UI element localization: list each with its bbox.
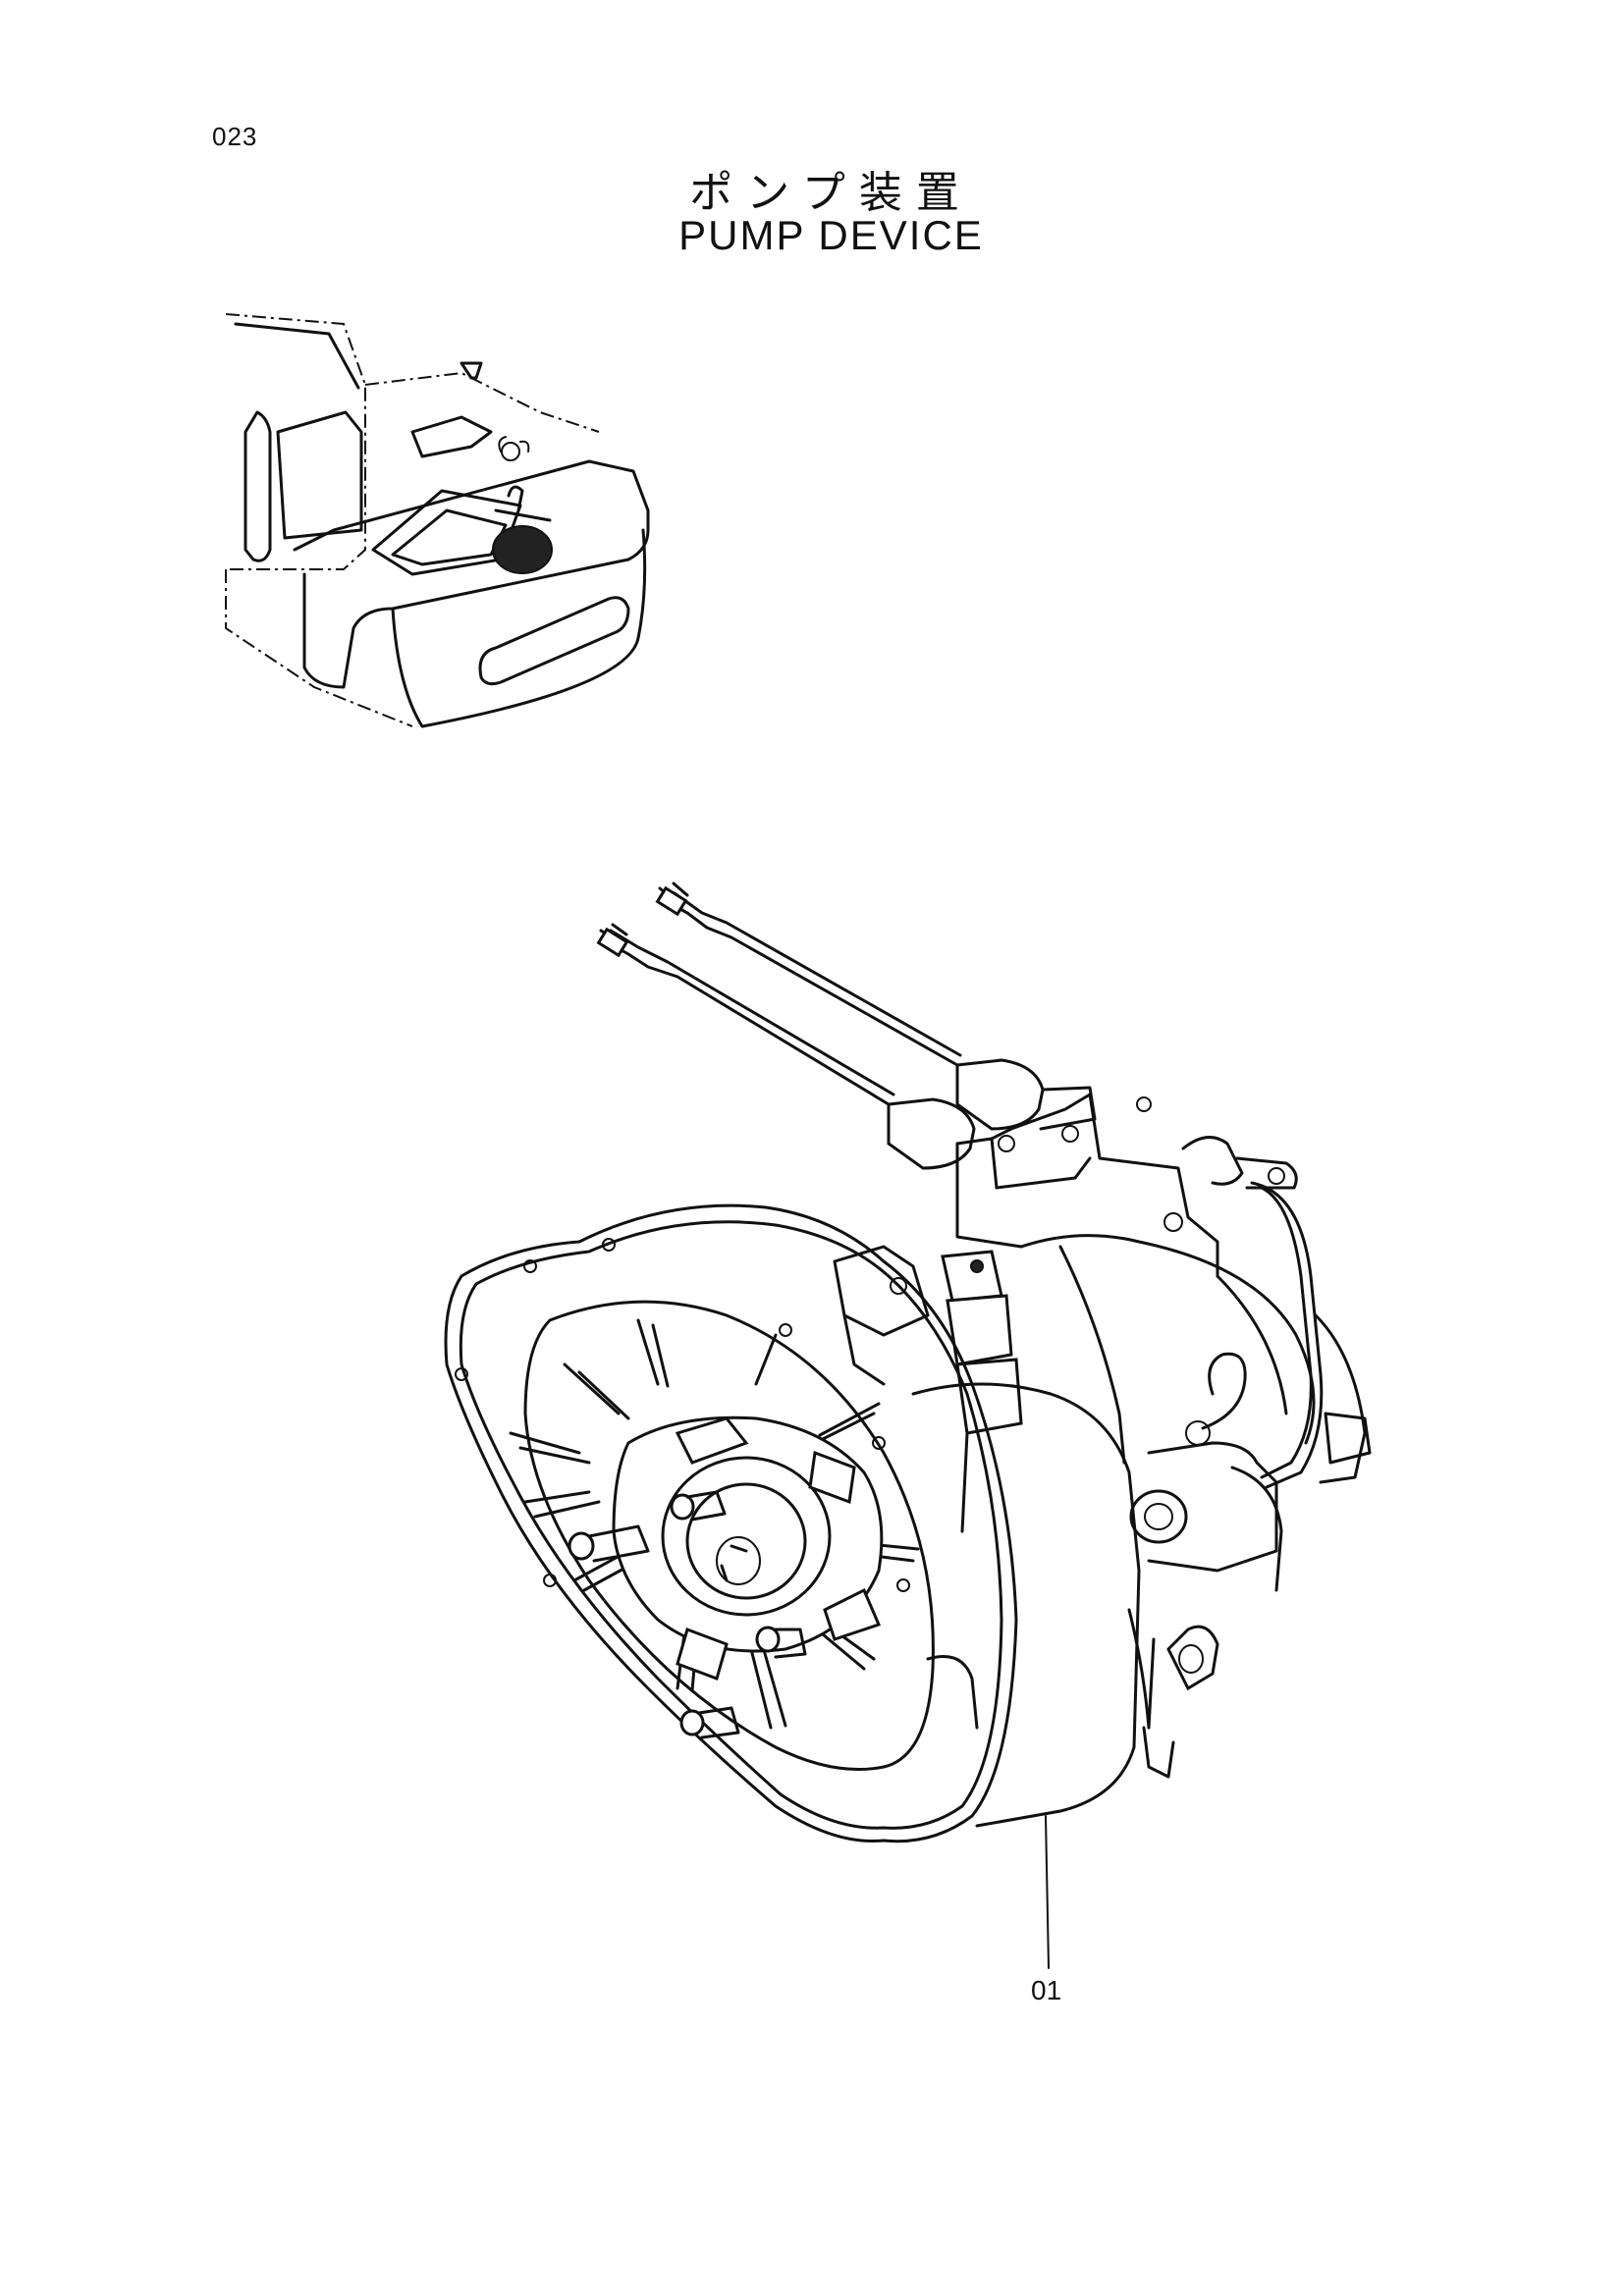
pilot-hose-lines [596, 881, 962, 1106]
page-number: 023 [212, 122, 258, 151]
pump-device-illustration [444, 881, 1372, 1843]
page-title-japanese: ポンプ装置 [689, 168, 973, 218]
coupling-stud [568, 1490, 807, 1739]
pump-location-marker [492, 436, 553, 574]
callout-leader-01 [1045, 1815, 1050, 1969]
pressure-sensor [887, 1058, 1097, 1170]
callout-label-01: 01 [1031, 1975, 1062, 2005]
machine-location-inset [225, 313, 650, 728]
page-title-english: PUMP DEVICE [678, 212, 984, 258]
